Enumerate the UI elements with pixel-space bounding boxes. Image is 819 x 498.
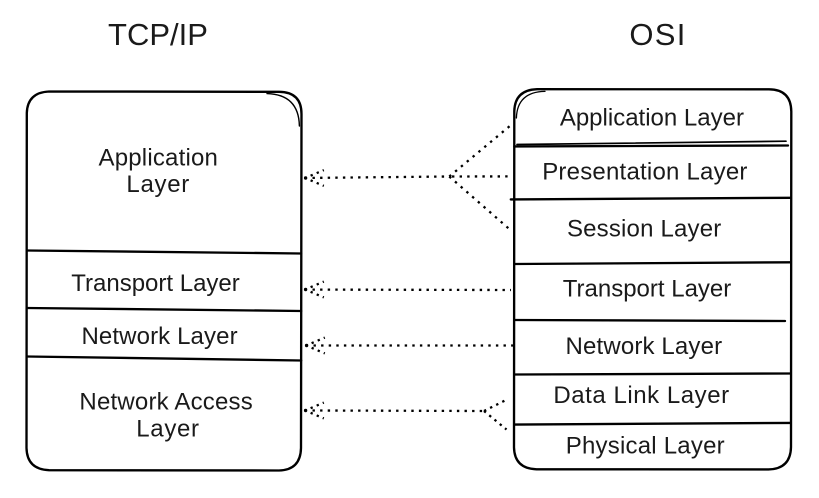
svg-text:TCP/IP: TCP/IP [108, 17, 208, 52]
svg-text:Layer: Layer [136, 415, 200, 442]
svg-text:Network Access: Network Access [79, 389, 253, 416]
svg-text:Data Link Layer: Data Link Layer [553, 382, 729, 409]
svg-text:Session Layer: Session Layer [567, 216, 721, 243]
svg-text:Presentation Layer: Presentation Layer [542, 158, 747, 185]
svg-text:Application Layer: Application Layer [560, 104, 744, 131]
svg-text:Transport Layer: Transport Layer [71, 270, 240, 297]
svg-text:Layer: Layer [126, 171, 190, 198]
svg-text:Transport Layer: Transport Layer [563, 275, 732, 302]
svg-text:Physical Layer: Physical Layer [566, 433, 725, 460]
svg-text:Network Layer: Network Layer [566, 333, 723, 360]
svg-text:Network Layer: Network Layer [81, 323, 237, 350]
svg-text:OSI: OSI [629, 17, 686, 52]
svg-text:Application: Application [98, 144, 218, 171]
